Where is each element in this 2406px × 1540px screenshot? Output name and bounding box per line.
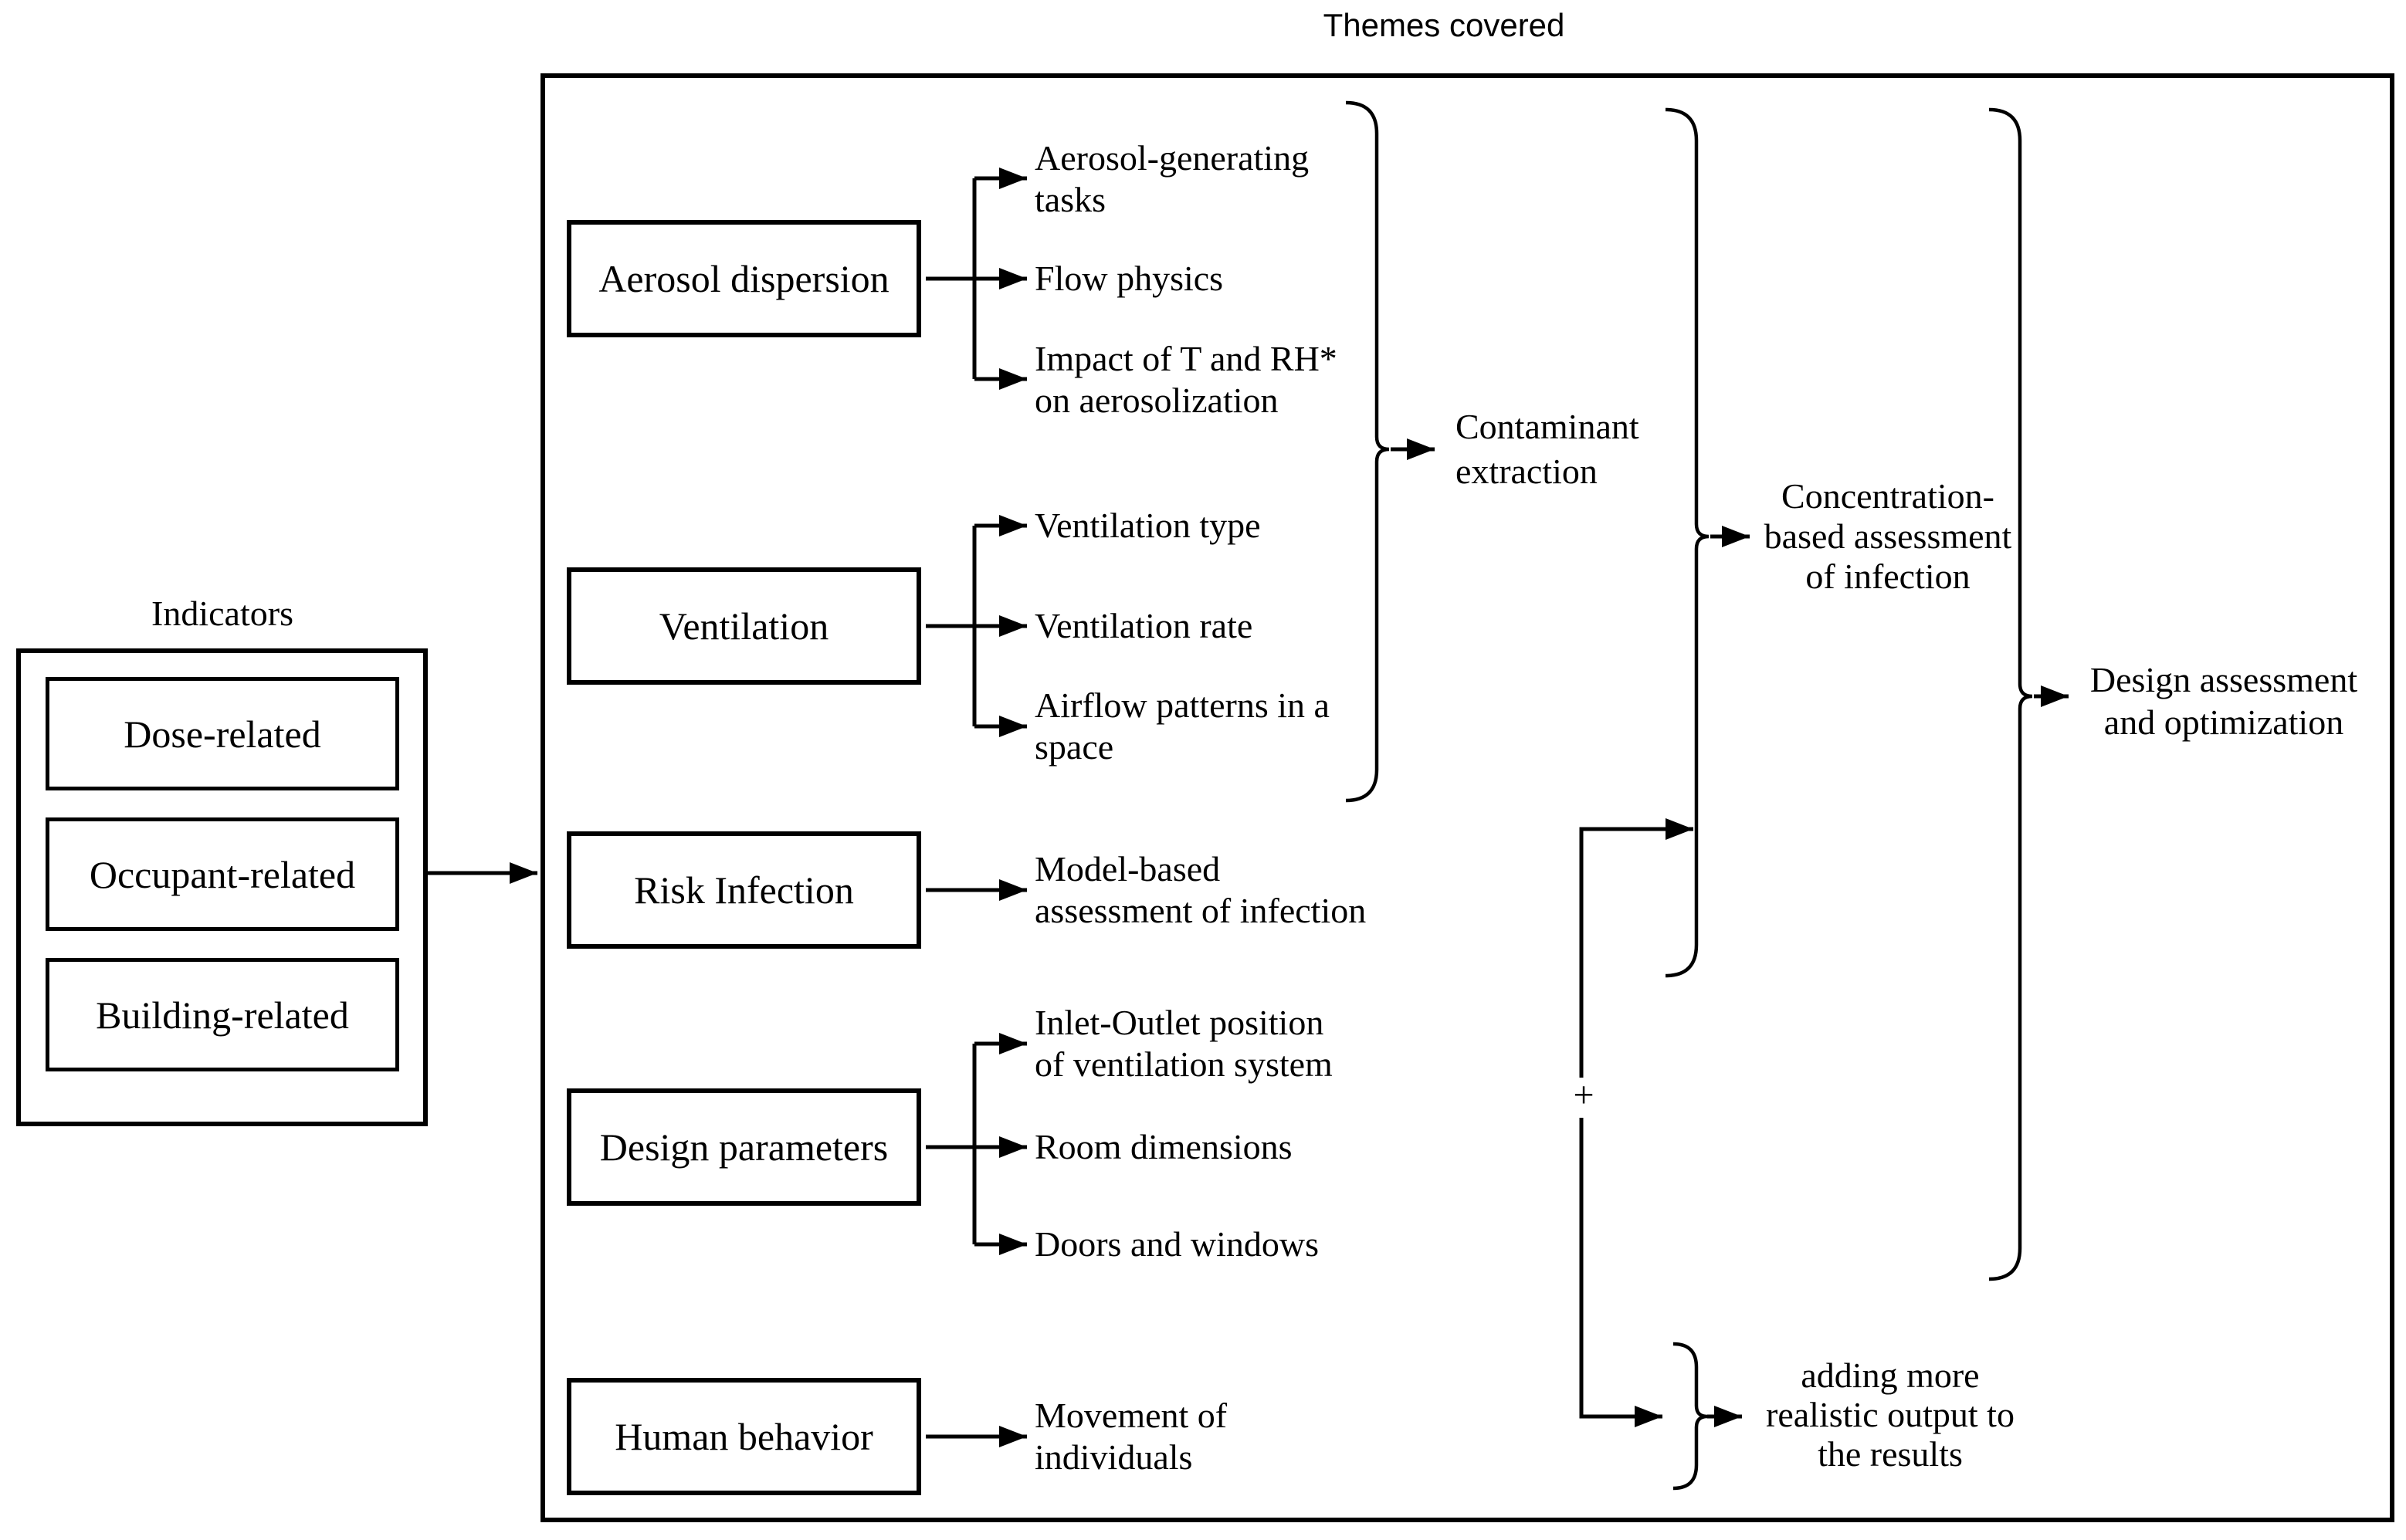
topic-room-dimensions: Room dimensions — [1035, 1127, 1293, 1166]
theme-box-design-parameters: Design parameters — [567, 1088, 921, 1206]
theme-label: Risk Infection — [634, 868, 854, 912]
theme-box-human-behavior: Human behavior — [567, 1378, 921, 1495]
topic-impact-t-rh: Impact of T and RH* on aerosolization — [1035, 339, 1337, 420]
topic-inlet-outlet-position: Inlet-Outlet position of ventilation sys… — [1035, 1003, 1333, 1084]
outcome-concentration-assessment: Concentration- based assessment of infec… — [1764, 476, 2012, 596]
theme-box-risk-infection: Risk Infection — [567, 831, 921, 949]
topic-ventilation-rate: Ventilation rate — [1035, 606, 1253, 645]
topic-movement-of-individuals: Movement of individuals — [1035, 1396, 1228, 1477]
topic-airflow-patterns: Airflow patterns in a space — [1035, 685, 1330, 767]
theme-box-ventilation: Ventilation — [567, 567, 921, 685]
indicators-heading: Indicators — [151, 594, 293, 633]
theme-box-aerosol-dispersion: Aerosol dispersion — [567, 220, 921, 337]
topic-flow-physics: Flow physics — [1035, 259, 1224, 298]
diagram-title: Themes covered — [1323, 7, 1565, 43]
outcome-contaminant-extraction: Contaminant extraction — [1455, 407, 1639, 491]
indicator-box-building: Building-related — [46, 958, 399, 1071]
indicator-box-dose: Dose-related — [46, 677, 399, 790]
indicator-label: Occupant-related — [89, 852, 356, 896]
theme-label: Human behavior — [615, 1415, 873, 1458]
outcome-design-assessment: Design assessment and optimization — [2089, 660, 2358, 742]
indicator-label: Building-related — [96, 993, 349, 1037]
outcome-realistic-output: adding more realistic output to the resu… — [1766, 1356, 2015, 1474]
indicator-label: Dose-related — [124, 712, 321, 756]
plus-sign: + — [1573, 1075, 1594, 1115]
theme-label: Design parameters — [599, 1125, 889, 1169]
theme-label: Aerosol dispersion — [598, 257, 890, 300]
indicators-frame — [16, 648, 428, 1126]
topic-doors-and-windows: Doors and windows — [1035, 1224, 1319, 1264]
topic-ventilation-type: Ventilation type — [1035, 506, 1261, 545]
theme-label: Ventilation — [659, 604, 829, 648]
topic-aerosol-generating-tasks: Aerosol-generating tasks — [1035, 138, 1310, 219]
indicator-box-occupant: Occupant-related — [46, 817, 399, 931]
topic-model-based-assessment: Model-based assessment of infection — [1035, 849, 1367, 930]
themes-frame — [541, 73, 2394, 1522]
